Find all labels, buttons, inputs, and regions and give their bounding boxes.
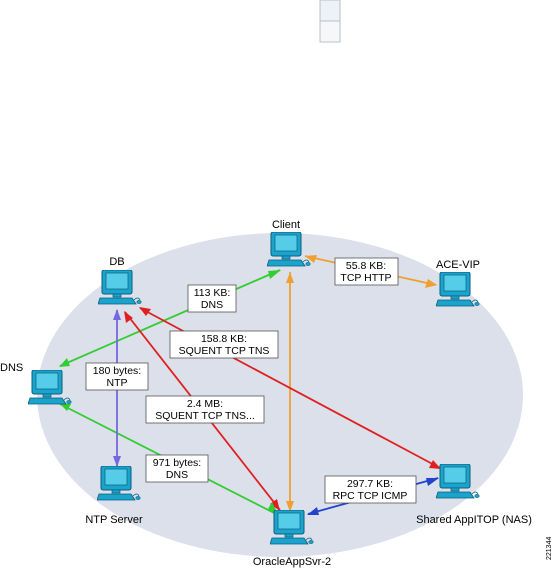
svg-text:SQUENT TCP TNS...: SQUENT TCP TNS... (155, 410, 255, 422)
svg-text:55.8 KB:: 55.8 KB: (346, 260, 386, 272)
edge-label-oracle-dns: 971 bytes: DNS (145, 454, 209, 483)
node-label-shared: Shared AppITOP (NAS) (416, 514, 532, 526)
svg-text:RPC TCP ICMP: RPC TCP ICMP (333, 490, 408, 502)
edge-client-dns (59, 269, 281, 367)
svg-text:180 bytes:: 180 bytes: (93, 365, 141, 377)
node-label-dns: DNS (0, 362, 23, 374)
node-label-db: DB (109, 256, 124, 268)
computer-icon (436, 272, 480, 307)
node-label-oracle: OracleAppSvr-2 (253, 556, 331, 568)
svg-text:113 KB:: 113 KB: (194, 287, 231, 299)
node-label-ntp: NTP Server (85, 514, 143, 526)
svg-text:297.7 KB:: 297.7 KB: (347, 478, 393, 490)
edge-label-client-dns: 113 KB: DNS (187, 284, 237, 313)
svg-text:SQUENT TCP TNS: SQUENT TCP TNS (179, 345, 270, 357)
edge-label-db-shared: 158.8 KB: SQUENT TCP TNS (169, 330, 279, 359)
svg-text:971 bytes:: 971 bytes: (153, 457, 201, 469)
edge-label-oracle-shared: 297.7 KB: RPC TCP ICMP (324, 475, 417, 504)
figure-id: 221344 (546, 537, 553, 560)
arrowheads (59, 255, 441, 516)
svg-text:NTP: NTP (107, 377, 128, 389)
scrollbar-widget (319, 0, 341, 43)
edge-label-oracle-db: 2.4 MB: SQUENT TCP TNS... (145, 395, 265, 424)
svg-text:DNS: DNS (166, 469, 188, 481)
svg-text:158.8 KB:: 158.8 KB: (201, 333, 247, 345)
node-label-client: Client (272, 219, 300, 231)
edge-label-client-ace: 55.8 KB: TCP HTTP (334, 257, 399, 286)
svg-text:TCP HTTP: TCP HTTP (340, 272, 391, 284)
svg-text:DNS: DNS (201, 299, 223, 311)
edge-label-ntp: 180 bytes: NTP (85, 362, 149, 391)
node-label-ace-vip: ACE-VIP (436, 259, 480, 271)
svg-text:2.4 MB:: 2.4 MB: (187, 398, 223, 410)
